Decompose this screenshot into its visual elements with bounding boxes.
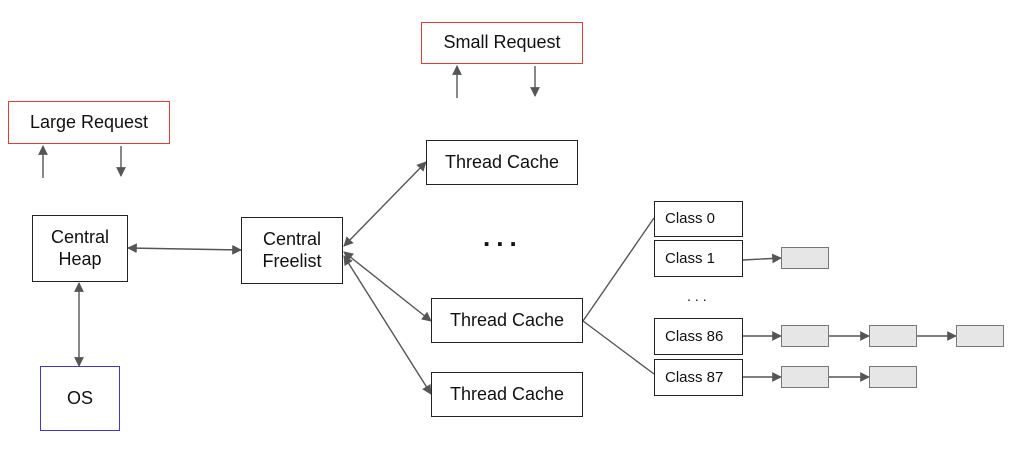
freelist-thread-cache-3-arrow [343, 255, 432, 395]
class-1-free-object [781, 247, 829, 269]
class-1-chain-arrow [742, 253, 782, 264]
thread-cache-box: Thread Cache [431, 372, 583, 417]
os-box: OS [40, 366, 120, 431]
size-class-ellipsis: ... [687, 288, 711, 304]
thread-cache-ellipsis: ... [483, 222, 523, 252]
size-class-box-class-0: Class 0 [654, 201, 743, 237]
size-class-box-class-87: Class 87 [654, 359, 743, 396]
small-request-box: Small Request [421, 22, 583, 64]
thread-cache-box: Thread Cache [426, 140, 578, 185]
size-class-box-class-1: Class 1 [654, 240, 743, 277]
thread-cache-class-0-link [582, 217, 655, 322]
thread-cache-box: Thread Cache [431, 298, 583, 343]
class-86-free-object [869, 325, 917, 347]
central-heap-box: Central Heap [32, 215, 128, 282]
class-87-free-object [781, 366, 829, 388]
class-87-free-object [869, 366, 917, 388]
central-freelist-box: Central Freelist [241, 217, 343, 284]
class-86-free-object [956, 325, 1004, 347]
large-request-box: Large Request [8, 101, 170, 144]
thread-cache-class-87-link [582, 320, 655, 375]
class-86-free-object [781, 325, 829, 347]
size-class-box-class-86: Class 86 [654, 318, 743, 355]
freelist-thread-cache-1-arrow [343, 161, 427, 247]
heap-freelist-arrow [127, 243, 242, 255]
freelist-thread-cache-2-arrow [343, 251, 432, 322]
